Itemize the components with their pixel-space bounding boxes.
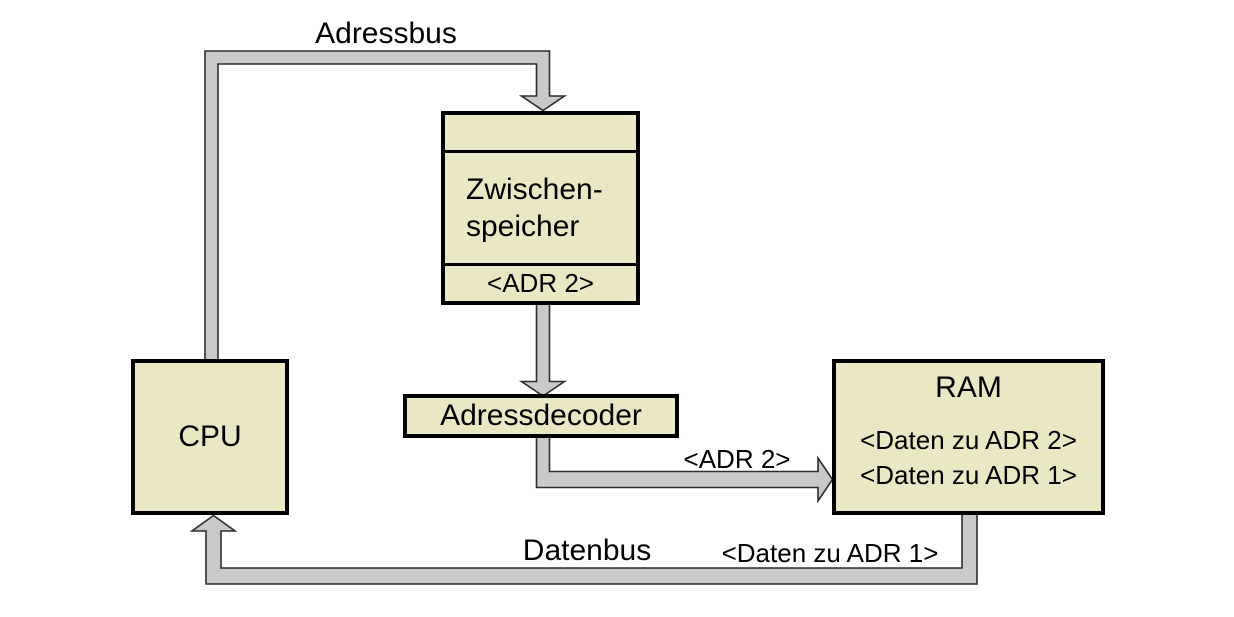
ram-row: <Daten zu ADR 1> [860,460,1077,490]
adressdecoder-label: Adressdecoder [440,399,642,432]
datenbus-label: Datenbus [522,534,652,567]
datenbus-annotation: <Daten zu ADR 1> [721,538,939,568]
zwischenspeicher-label: Zwischen- speicher [445,153,636,266]
adressbus-arrow [204,50,568,362]
decoder-to-ram-arrow [535,435,834,504]
decoder-to-ram-annotation: <ADR 2> [683,444,791,474]
zwischenspeicher-register-section: <ADR 2> [445,266,636,301]
cpu-box: CPU [131,359,289,515]
adressbus-label: Adressbus [315,17,457,50]
ram-box: RAM <Daten zu ADR 2> <Daten zu ADR 1> [832,359,1105,515]
ram-rows: <Daten zu ADR 2> <Daten zu ADR 1> [836,423,1101,493]
zwischenspeicher-empty-section [445,115,636,153]
buffer-to-decoder-arrow [518,302,568,397]
adressdecoder-box: Adressdecoder [403,394,679,438]
ram-title: RAM [935,371,1002,404]
datenbus-arrow [189,512,978,585]
zwischenspeicher-register-value: <ADR 2> [487,268,594,298]
zwischenspeicher-label-line1: Zwischen- [466,173,603,206]
zwischenspeicher-label-line2: speicher [466,210,580,243]
ram-row: <Daten zu ADR 2> [860,425,1077,455]
zwischenspeicher-box: Zwischen- speicher <ADR 2> [441,111,640,305]
cpu-label: CPU [178,420,242,453]
